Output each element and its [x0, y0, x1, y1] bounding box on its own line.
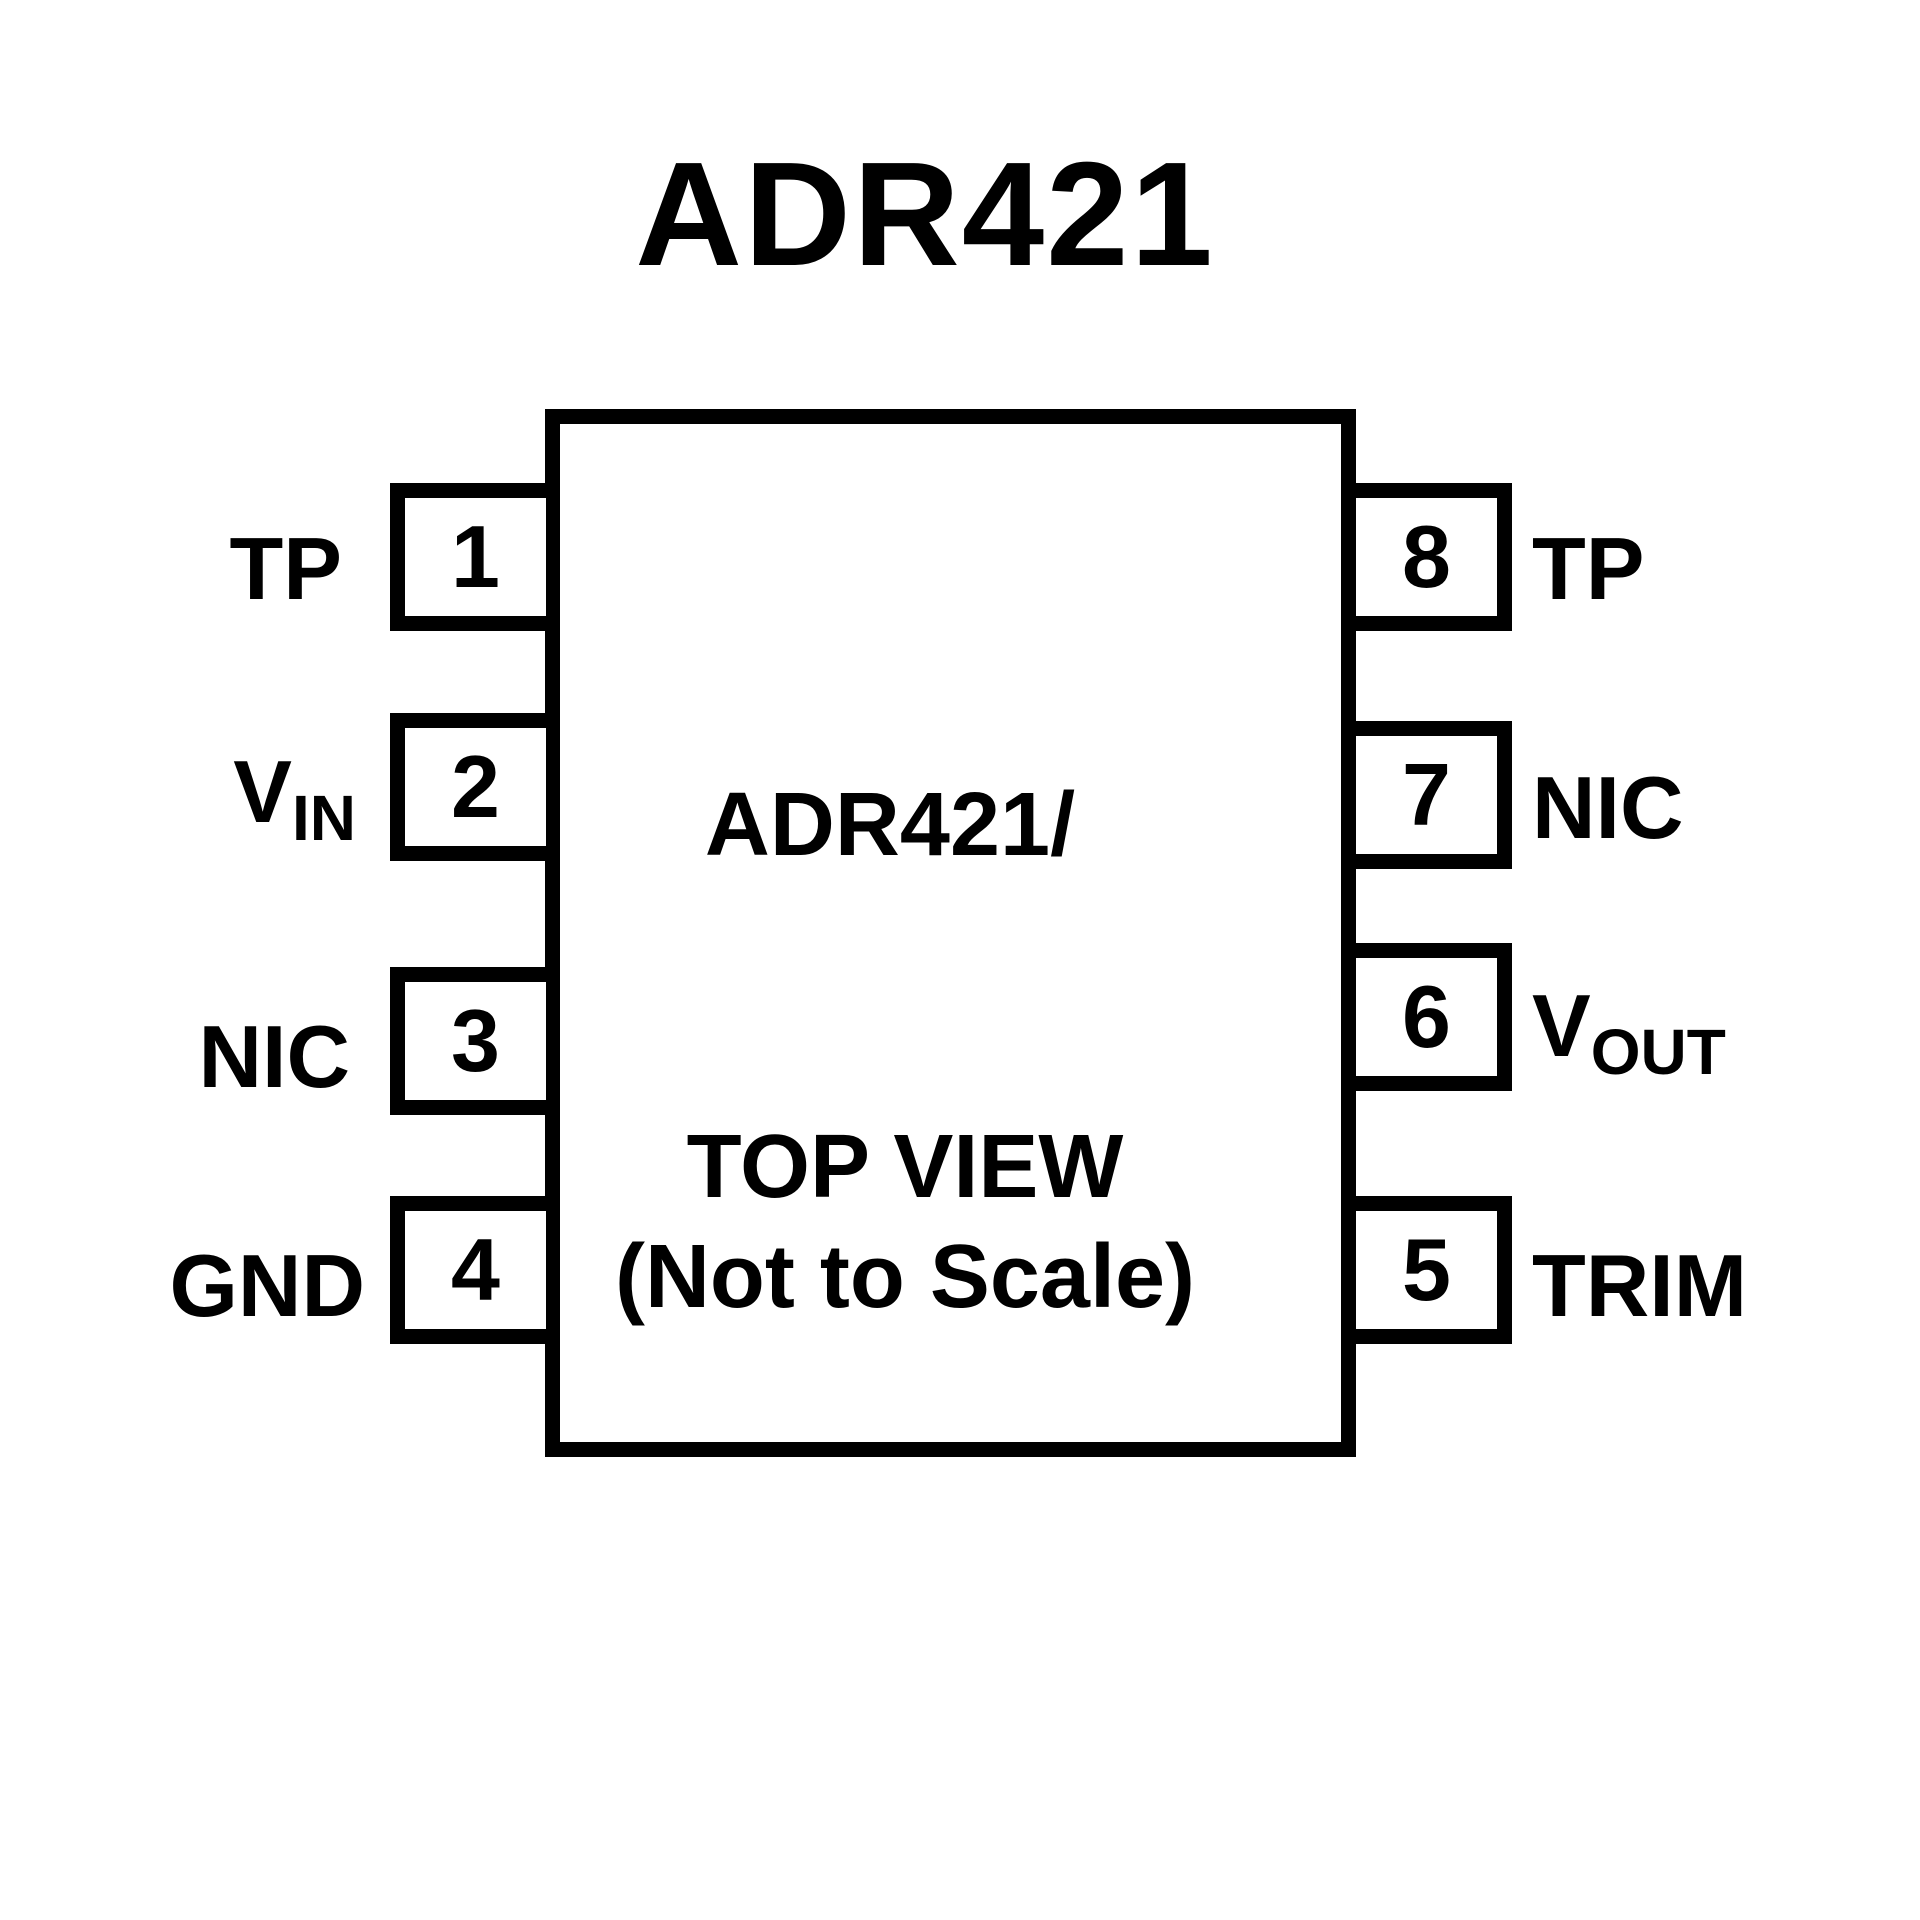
pin-name-subscript: OUT	[1590, 1016, 1726, 1088]
pin-name-subscript: IN	[292, 782, 356, 854]
pin-name: TP	[1532, 519, 1645, 618]
pin-8-label: TP	[1532, 525, 1644, 613]
ic-package-body	[545, 409, 1356, 1457]
pin-name: TRIM	[1532, 1236, 1748, 1335]
pin-name: NIC	[1532, 758, 1684, 857]
pin-name: GND	[169, 1236, 365, 1335]
scale-note: (Not to Scale)	[614, 1227, 1196, 1327]
pin-8: 8	[1356, 483, 1512, 631]
pin-7-label: NIC	[1532, 764, 1684, 852]
pin-name: V	[1532, 976, 1591, 1075]
part-label: ADR421/	[704, 775, 1076, 875]
diagram-title: ADR421	[635, 132, 1215, 297]
pin-number: 3	[451, 991, 500, 1090]
pin-7: 7	[1356, 721, 1512, 869]
pin-name: NIC	[198, 1007, 350, 1106]
pin-number: 4	[451, 1220, 500, 1319]
pin-2: 2	[390, 713, 546, 861]
pin-name: TP	[229, 519, 342, 618]
pin-number: 6	[1402, 967, 1451, 1066]
pin-5-label: TRIM	[1532, 1242, 1747, 1330]
pin-1-label: TP	[22, 525, 342, 613]
pin-number: 8	[1402, 507, 1451, 606]
pin-1: 1	[390, 483, 546, 631]
view-label: TOP VIEW	[686, 1117, 1124, 1217]
pin-4-label: GND	[45, 1242, 365, 1330]
pin-number: 1	[451, 507, 500, 606]
pin-name: V	[233, 742, 292, 841]
pin-number: 5	[1402, 1220, 1451, 1319]
pin-number: 7	[1402, 745, 1451, 844]
pin-2-label: VIN	[36, 748, 356, 851]
pin-6-label: VOUT	[1532, 982, 1726, 1085]
pin-6: 6	[1356, 943, 1512, 1091]
pin-3-label: NIC	[30, 1013, 350, 1101]
pin-number: 2	[451, 737, 500, 836]
pin-4: 4	[390, 1196, 546, 1344]
pin-3: 3	[390, 967, 546, 1115]
pin-5: 5	[1356, 1196, 1512, 1344]
